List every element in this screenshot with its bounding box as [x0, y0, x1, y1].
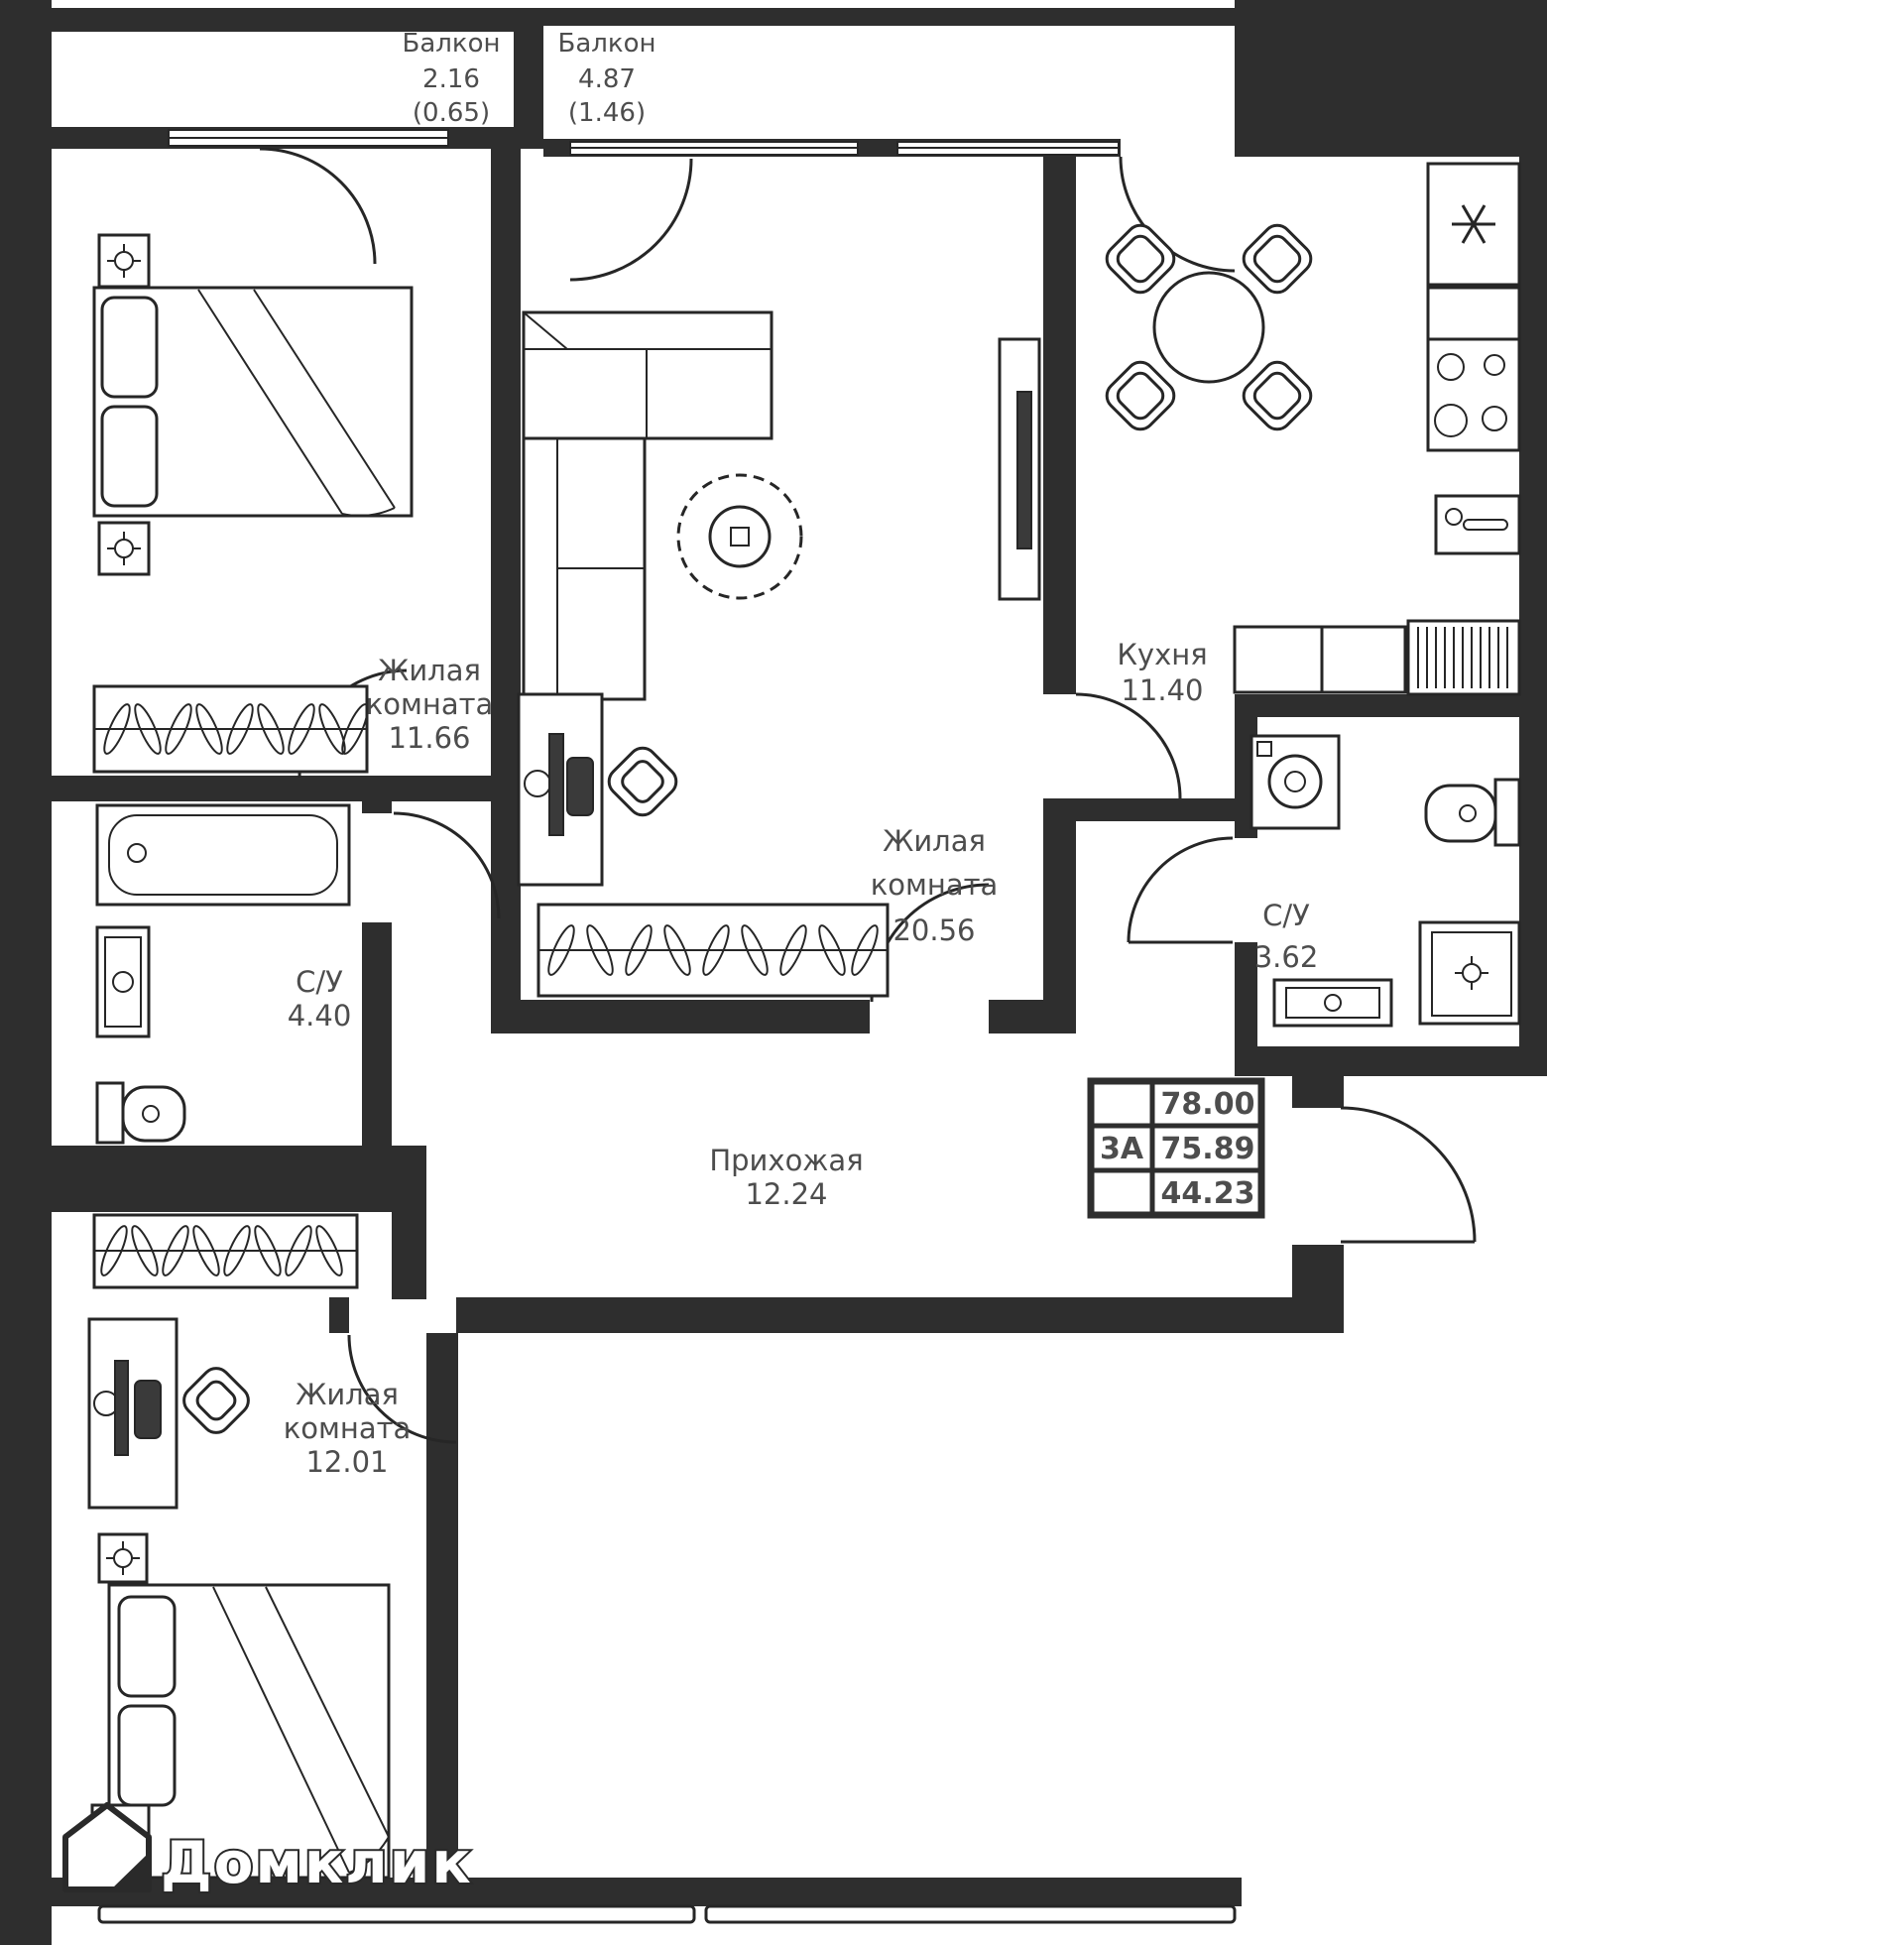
- bedroom-top-name-1: Жилая: [378, 654, 481, 687]
- wardrobe-bedroom-top: [92, 684, 374, 774]
- living-room-name-2: комната: [871, 868, 999, 902]
- kitchen-cabinet: [1426, 286, 1521, 341]
- bedroom-bottom-name-1: Жилая: [296, 1378, 399, 1411]
- furniture-bedroom-bottom: [87, 1213, 391, 1880]
- washbasin-large: [95, 925, 151, 1038]
- living-room-area: 20.56: [892, 913, 975, 947]
- washing-machine: [1250, 734, 1341, 830]
- balcony-left-name: Балкон: [403, 29, 501, 59]
- corner-sofa: [522, 310, 774, 701]
- furniture-living-room: [517, 310, 1041, 998]
- bathroom-large-area: 4.40: [288, 999, 352, 1033]
- window-bedroom-top: [168, 129, 449, 147]
- desk-chair-bedroom-bottom: [182, 1367, 250, 1434]
- balcony-top-area: 4.87: [578, 64, 636, 94]
- desk-chair-living: [607, 746, 678, 817]
- shower: [1418, 920, 1521, 1026]
- bedroom-top-area: 11.66: [388, 721, 470, 755]
- balcony-top-reduced: (1.46): [568, 98, 646, 128]
- bed-double-top: [92, 286, 414, 518]
- reduced-area-value: 75.89: [1161, 1132, 1255, 1166]
- window-living-room: [569, 141, 859, 156]
- window-kitchen: [896, 141, 1120, 156]
- toilet-large: [95, 1081, 186, 1145]
- living-room-name-1: Жилая: [883, 824, 986, 858]
- door-arc-bathroom-large: [393, 811, 501, 919]
- kitchen-name: Кухня: [1117, 638, 1207, 671]
- bedroom-top-name-2: комната: [366, 687, 494, 721]
- furniture-bathroom-large: [95, 803, 351, 1145]
- hallway-area: 12.24: [745, 1177, 827, 1211]
- kitchen-grille-unit: [1406, 619, 1521, 696]
- furniture-bedroom-top: [92, 233, 414, 774]
- domclick-house-icon: [62, 1802, 152, 1892]
- furniture-bathroom-small: [1250, 734, 1521, 1028]
- desk-living: [517, 692, 604, 887]
- total-area-value: 78.00: [1161, 1087, 1255, 1122]
- hallway-name: Прихожая: [709, 1144, 863, 1177]
- bathroom-small-name: С/У: [1262, 899, 1310, 932]
- door-arc-bedroom-bottom: [347, 1334, 457, 1444]
- bedroom-bottom-area: 12.01: [305, 1445, 388, 1479]
- domclick-logo: Домклик: [62, 1802, 473, 1898]
- door-arc-balcony-bedroom-top: [259, 147, 377, 265]
- bed-double-bottom: [107, 1583, 391, 1880]
- door-arc-kitchen: [1075, 692, 1182, 799]
- kitchen-sink-unit: [1426, 162, 1521, 287]
- balcony-top-name: Балкон: [558, 29, 656, 59]
- wardrobe-living: [536, 903, 890, 998]
- balcony-left-reduced: (0.65): [413, 98, 490, 128]
- vanity-sink-small: [1272, 978, 1393, 1028]
- area-info-table: 3А 78.00 75.89 44.23: [1087, 1077, 1265, 1219]
- bathroom-small-area: 3.62: [1254, 940, 1319, 974]
- door-entrance: [1340, 1106, 1477, 1244]
- furniture-kitchen: [1099, 162, 1521, 696]
- window-railing-bottom: [97, 1904, 1237, 1924]
- kitchen-area: 11.40: [1121, 673, 1203, 707]
- bedroom-bottom-name-2: комната: [284, 1411, 412, 1445]
- bathroom-large-name: С/У: [296, 965, 343, 999]
- kitchen-sink-2: [1434, 494, 1521, 555]
- balcony-door-opening-kitchen: [1121, 139, 1235, 157]
- round-rug: [676, 473, 803, 600]
- toilet-small: [1424, 778, 1521, 847]
- desk-bedroom-bottom: [87, 1317, 178, 1510]
- tv-unit: [998, 337, 1041, 601]
- wardrobe-bedroom-bottom: [92, 1213, 359, 1289]
- bathtub: [95, 803, 351, 907]
- kitchen-counter-row: [1233, 619, 1521, 696]
- info-table-frame: [1087, 1077, 1265, 1219]
- door-bathroom-small: [1127, 836, 1234, 944]
- unit-label: 3А: [1100, 1132, 1144, 1166]
- stove: [1426, 337, 1521, 452]
- door-arc-balcony-living: [569, 158, 693, 282]
- room-labels: Балкон 2.16 (0.65) Балкон 4.87 (1.46) Жи…: [284, 29, 1319, 1479]
- domclick-logo-text: Домклик: [161, 1829, 473, 1896]
- living-area-value: 44.23: [1161, 1176, 1255, 1211]
- dining-table: [1099, 217, 1319, 437]
- windows: [97, 129, 1237, 1924]
- balcony-left-area: 2.16: [422, 64, 480, 94]
